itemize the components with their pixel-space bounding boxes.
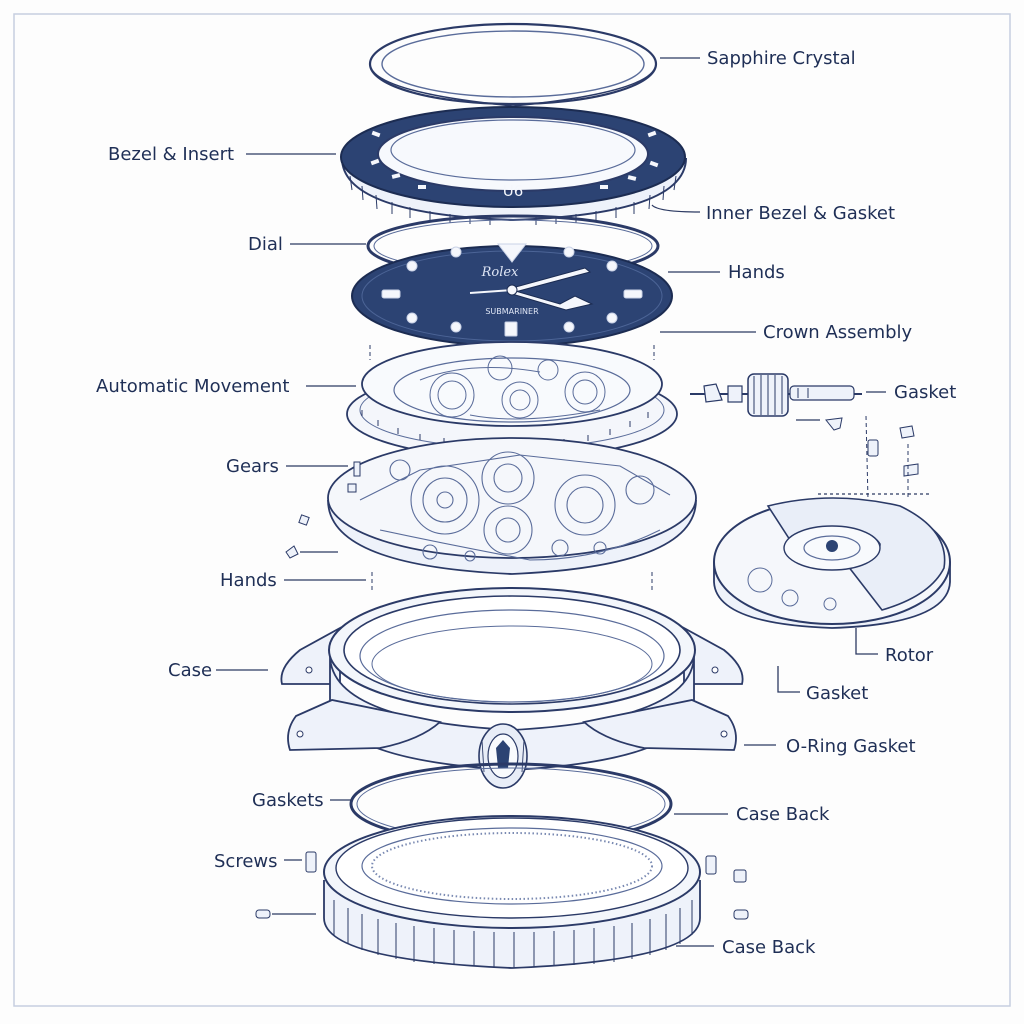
guide-lines: [369, 345, 909, 592]
dial-triangle-marker: [496, 243, 528, 263]
label-gasket-crown: Gasket: [894, 382, 956, 403]
case-back-screws: [255, 851, 749, 920]
label-hands-lower: Hands: [220, 570, 277, 591]
label-rotor: Rotor: [885, 645, 934, 666]
dial-hands: [469, 267, 594, 311]
label-inner-bezel-gasket: Inner Bezel & Gasket: [706, 203, 895, 224]
label-bezel-insert: Bezel & Insert: [108, 144, 234, 165]
case-back-part: [323, 815, 701, 969]
label-case-back-lower: Case Back: [722, 937, 816, 958]
label-case: Case: [168, 660, 212, 681]
label-crown-assembly: Crown Assembly: [763, 322, 913, 343]
gears-movement-plate: [327, 437, 697, 575]
label-gasket-rotor: Gasket: [806, 683, 868, 704]
case-crown: [478, 723, 528, 789]
crown-assembly-part: [690, 373, 862, 417]
leader-lines: [216, 57, 930, 947]
label-gaskets: Gaskets: [252, 790, 324, 811]
crown-gasket-small-parts: [825, 417, 919, 477]
label-o-ring-gasket: O-Ring Gasket: [786, 736, 916, 757]
rotor-part: [713, 497, 951, 629]
label-case-back-upper: Case Back: [736, 804, 830, 825]
drawing-frame: [13, 13, 1011, 1007]
dial-part: Rolex SUBMARINER: [351, 243, 673, 347]
part-labels: Sapphire Crystal Bezel & Insert Inner Be…: [96, 48, 956, 958]
label-gears: Gears: [226, 456, 279, 477]
automatic-movement-part: [346, 341, 678, 459]
case-part: [280, 587, 744, 789]
dial-brand-text: Rolex: [481, 265, 519, 280]
sapphire-crystal-part: [368, 22, 658, 107]
loose-small-parts-left: [285, 514, 310, 559]
bezel-number: U6: [503, 182, 524, 200]
label-dial: Dial: [248, 234, 283, 255]
dial-model-text: SUBMARINER: [485, 307, 539, 316]
label-hands-top: Hands: [728, 262, 785, 283]
label-automatic-movement: Automatic Movement: [96, 376, 289, 397]
label-screws: Screws: [214, 851, 278, 872]
bezel-insert-part: U6: [340, 106, 687, 225]
label-sapphire-crystal: Sapphire Crystal: [707, 48, 856, 69]
